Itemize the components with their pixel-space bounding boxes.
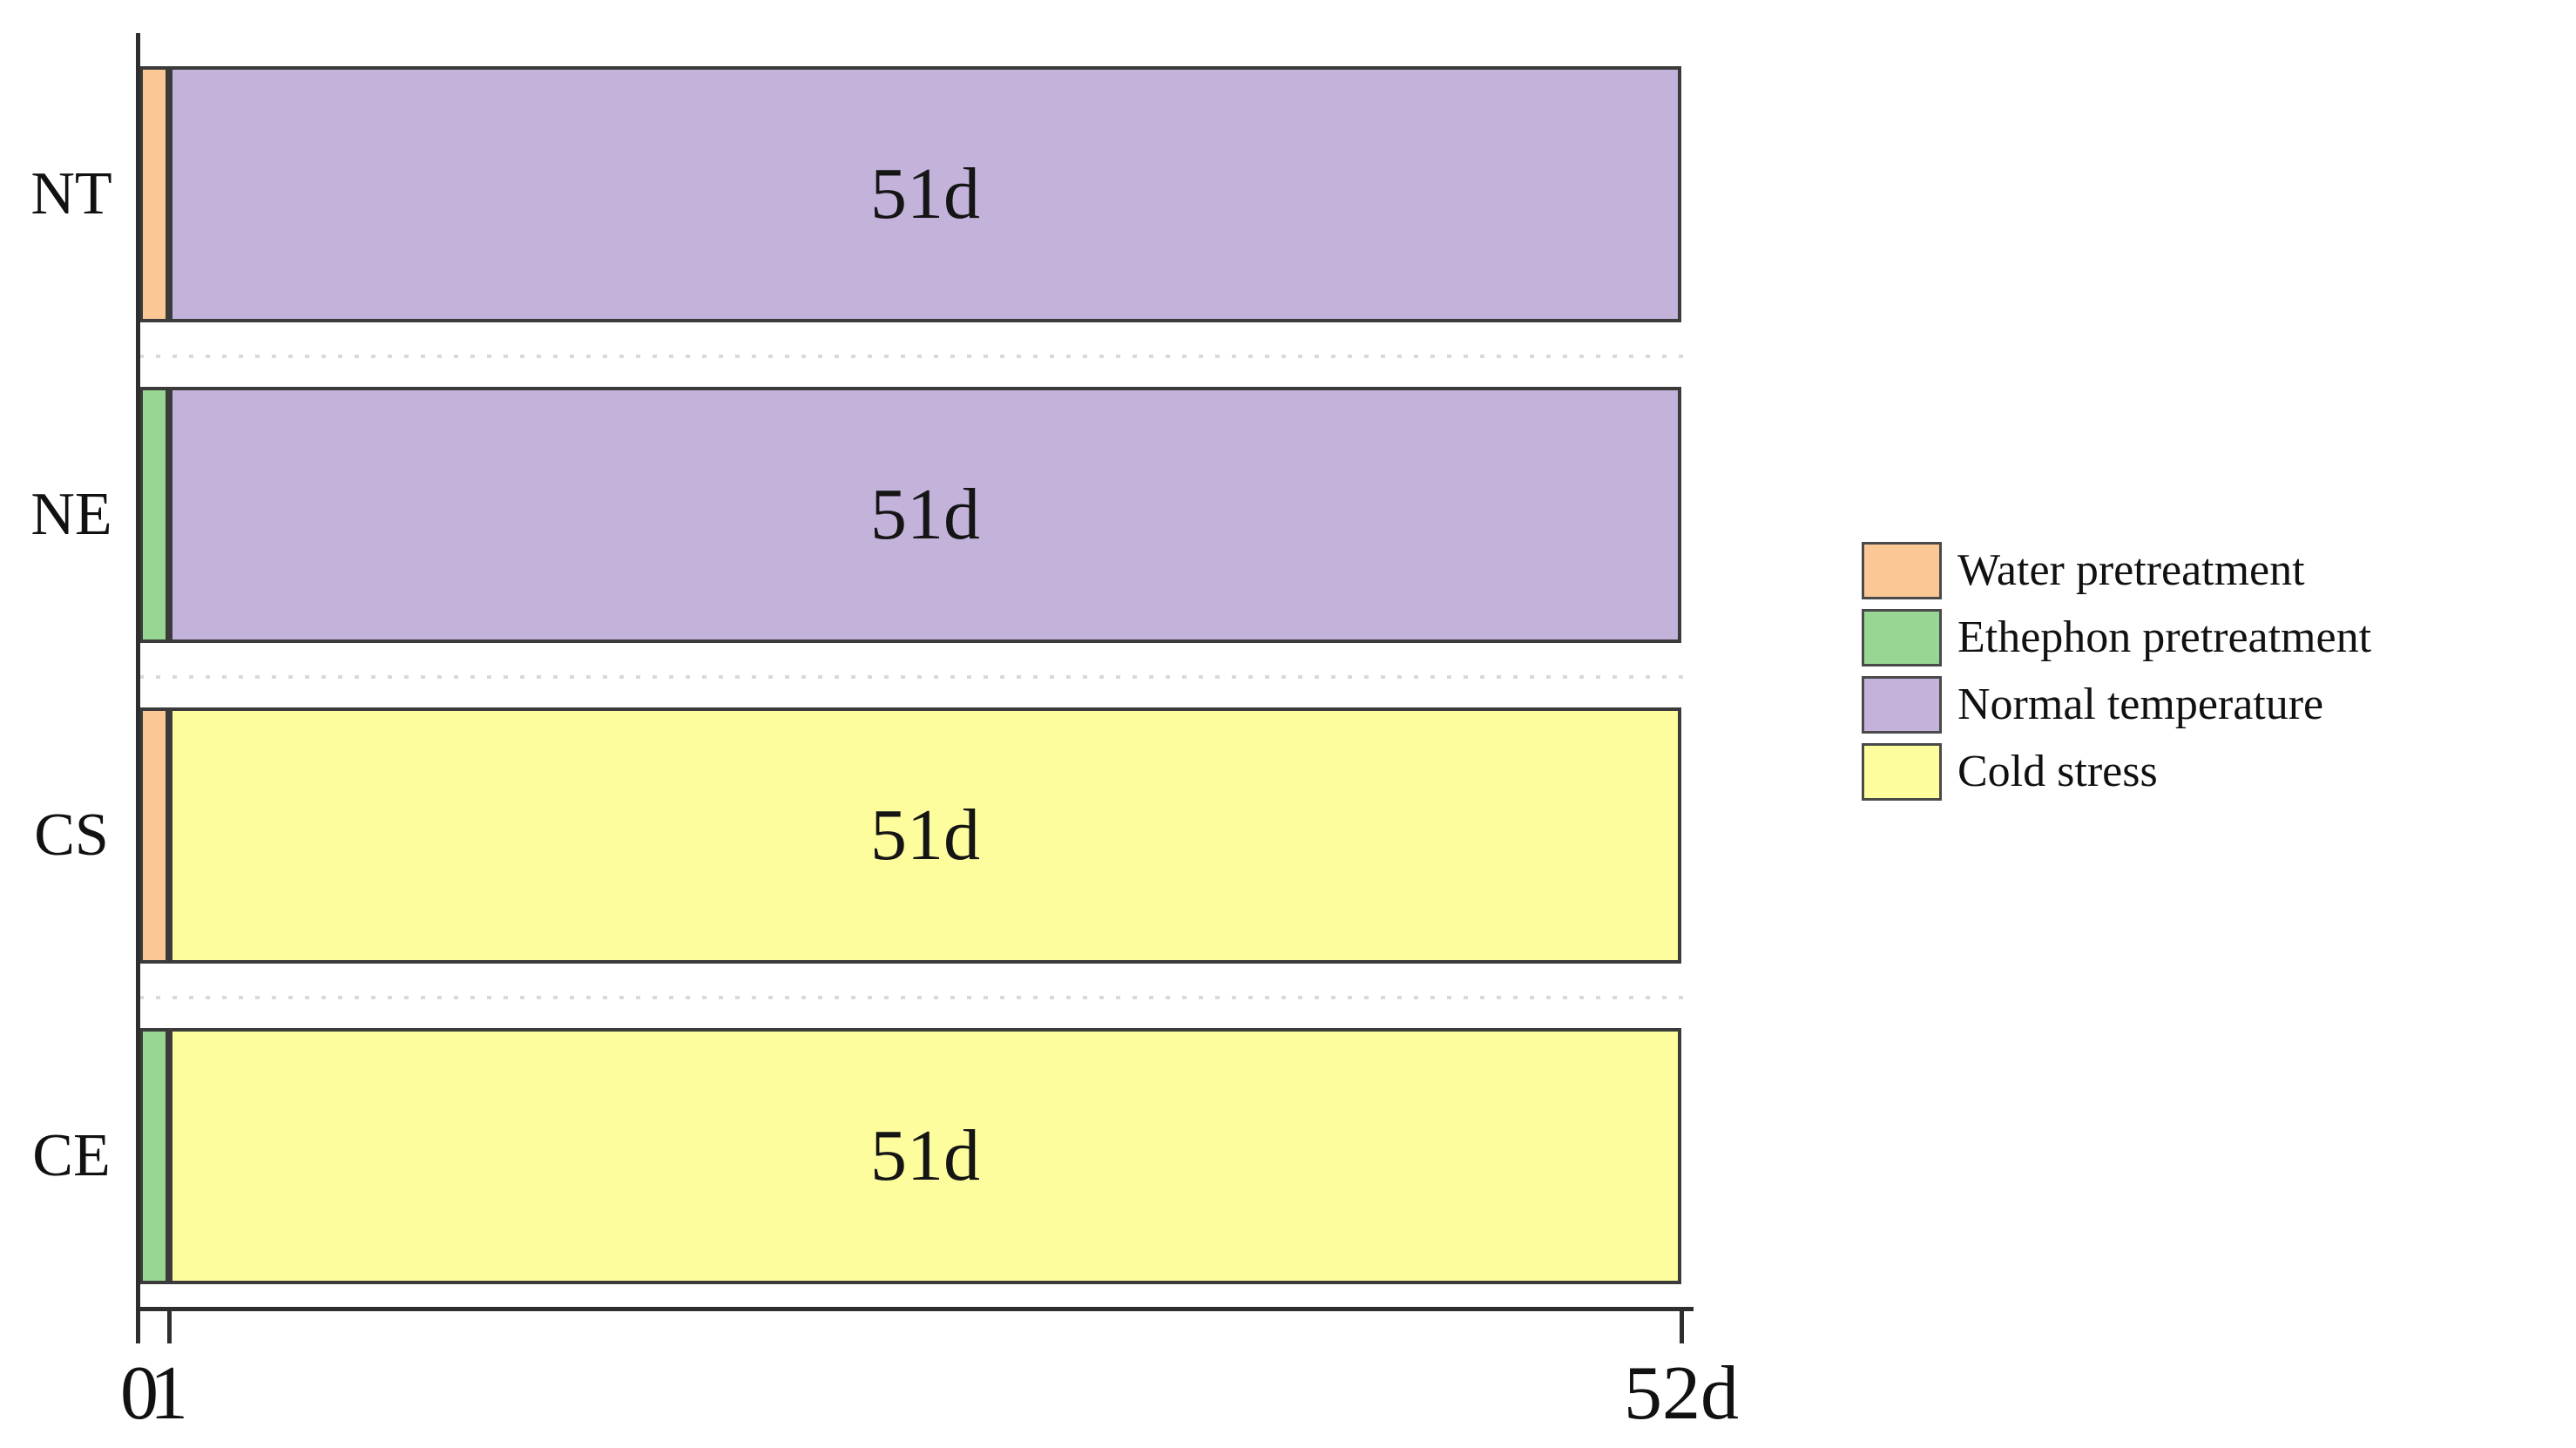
bar-segment-nt-water-pretreatment [139, 66, 170, 322]
legend-label-cold-stress: Cold stress [1957, 747, 2158, 796]
y-axis-label-ne: NE [30, 481, 112, 548]
x-tick-mark-1 [167, 1307, 172, 1343]
y-axis-line [136, 33, 140, 1343]
legend-swatch-ethephon-pretreatment [1862, 609, 1942, 666]
bar-value-label-ne: 51d [870, 474, 980, 555]
x-tick-label-0: 0 [120, 1351, 159, 1436]
bar-segment-cs-cold-stress: 51d [169, 707, 1681, 964]
legend-swatch-cold-stress [1862, 743, 1942, 801]
bar-value-label-cs: 51d [870, 795, 980, 876]
bar-value-label-nt: 51d [870, 153, 980, 234]
y-axis-label-cs: CS [34, 802, 109, 869]
row-separator-2 [139, 675, 1685, 679]
legend-row-normal-temperature: Normal temperature [1862, 676, 2371, 734]
x-axis-line [136, 1307, 1694, 1311]
legend-swatch-normal-temperature [1862, 676, 1942, 734]
legend-label-normal-temperature: Normal temperature [1957, 680, 2324, 729]
x-tick-label-52d: 52d [1624, 1351, 1739, 1436]
row-separator-1 [139, 355, 1685, 358]
x-tick-label-1: 1 [150, 1351, 189, 1436]
y-axis-label-ce: CE [32, 1122, 111, 1189]
bar-segment-nt-normal-temperature: 51d [169, 66, 1681, 322]
bar-segment-ne-normal-temperature: 51d [169, 387, 1681, 643]
x-tick-mark-52d [1680, 1307, 1684, 1343]
bar-segment-ne-ethephon-pretreatment [139, 387, 170, 643]
row-separator-3 [139, 996, 1685, 999]
legend-label-ethephon-pretreatment: Ethephon pretreatment [1957, 612, 2372, 662]
legend-row-water-pretreatment: Water pretreatment [1862, 542, 2371, 599]
bar-segment-ce-ethephon-pretreatment [139, 1028, 170, 1284]
legend-swatch-water-pretreatment [1862, 542, 1942, 599]
legend-row-cold-stress: Cold stress [1862, 743, 2371, 801]
bar-segment-cs-water-pretreatment [139, 707, 170, 964]
bar-segment-ce-cold-stress: 51d [169, 1028, 1681, 1284]
legend-row-ethephon-pretreatment: Ethephon pretreatment [1862, 609, 2371, 666]
bar-value-label-ce: 51d [870, 1115, 980, 1196]
y-axis-label-nt: NT [30, 160, 112, 227]
legend-label-water-pretreatment: Water pretreatment [1957, 545, 2305, 595]
